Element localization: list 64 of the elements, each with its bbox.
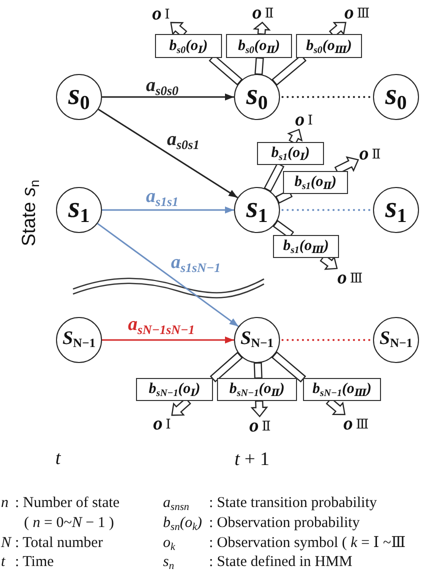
state-circle xyxy=(373,317,419,363)
state-circle xyxy=(56,317,102,363)
state-symbol: S$_{N−1}$ xyxy=(62,328,96,348)
block-arrow xyxy=(252,22,271,35)
transition-arrow xyxy=(102,336,234,344)
term-definition: : Time xyxy=(15,553,54,571)
transition-arrow xyxy=(102,206,234,214)
probability-box xyxy=(217,378,297,401)
probability-box xyxy=(136,378,213,401)
term-definition: ( n = 0~N − 1 ) xyxy=(24,514,114,532)
probability-box xyxy=(296,34,362,58)
emission-probability: b$_{sN−1}$(o$_{Ⅲ}$) xyxy=(312,382,372,397)
time-label: t xyxy=(55,450,61,468)
state-symbol: s$_{0}$ xyxy=(68,80,90,110)
term-definition: : Observation probability xyxy=(209,514,360,532)
emission-probability: b$_{s1}$(o$_{Ⅰ}$) xyxy=(271,146,310,161)
transition-arrow xyxy=(102,94,234,100)
term-definition: : State defined in HMM xyxy=(209,553,352,571)
state-circle xyxy=(234,74,280,120)
symbol-term: o$_{k}$ xyxy=(163,534,176,552)
emission-probability: b$_{sN−1}$(o$_{Ⅱ}$) xyxy=(229,382,285,397)
block-arrow-shaft xyxy=(254,57,264,75)
block-arrow-shaft xyxy=(254,362,262,379)
term-definition: : Total number xyxy=(15,534,103,552)
transition-arrow xyxy=(97,222,239,328)
block-arrow xyxy=(250,400,268,418)
state-circle xyxy=(373,187,419,233)
symbol-term: N xyxy=(1,534,12,552)
emission-probability: b$_{s0}$(o$_{Ⅰ}$) xyxy=(169,38,208,54)
emission-probability: b$_{s1}$(o$_{Ⅱ}$) xyxy=(294,174,337,190)
block-arrow-shaft xyxy=(210,352,243,382)
state-symbol: S$_{N−1}$ xyxy=(240,328,274,348)
emission-probability: b$_{s0}$(o$_{Ⅱ}$) xyxy=(238,38,280,54)
symbol-term: s$_{n}$ xyxy=(163,553,174,571)
state-symbol: s$_{1}$ xyxy=(246,193,268,223)
symbol-term: a$_{snsn}$ xyxy=(163,494,190,512)
probability-box xyxy=(303,378,381,401)
symbol-term: b$_{sn}$(o$_{k}$) xyxy=(163,514,202,532)
probability-box xyxy=(226,34,292,58)
transition-arrow xyxy=(98,108,238,198)
state-circle xyxy=(373,74,419,120)
emission-probability: b$_{sN−1}$(o$_{Ⅰ}$) xyxy=(148,382,200,397)
emission-probability: b$_{s0}$(o$_{Ⅲ}$) xyxy=(306,38,352,54)
state-symbol: s$_{0}$ xyxy=(385,80,407,110)
block-arrow-shaft xyxy=(271,351,306,383)
state-circle xyxy=(56,187,102,233)
state-symbol: s$_{0}$ xyxy=(246,80,268,110)
state-circle xyxy=(234,317,280,363)
emission-probability: b$_{s1}$(o$_{Ⅲ}$) xyxy=(283,239,329,254)
block-arrow-shaft xyxy=(264,162,284,192)
symbol-term: n xyxy=(1,494,8,512)
time-label: t + 1 xyxy=(234,451,270,469)
term-definition: : Number of state xyxy=(15,494,120,512)
state-symbol: s$_{1}$ xyxy=(385,193,407,223)
probability-box xyxy=(155,34,222,58)
term-definition: : State transition probability xyxy=(209,494,377,512)
term-definition: : Observation symbol ( k = Ⅰ ~Ⅲ xyxy=(209,534,406,552)
state-symbol: S$_{N−1}$ xyxy=(379,328,413,348)
symbol-term: t xyxy=(1,553,6,571)
block-arrow xyxy=(334,156,360,174)
state-symbol: s$_{1}$ xyxy=(68,193,90,223)
state-circle xyxy=(56,74,102,120)
block-arrow xyxy=(287,128,303,144)
state-circle xyxy=(234,187,280,233)
